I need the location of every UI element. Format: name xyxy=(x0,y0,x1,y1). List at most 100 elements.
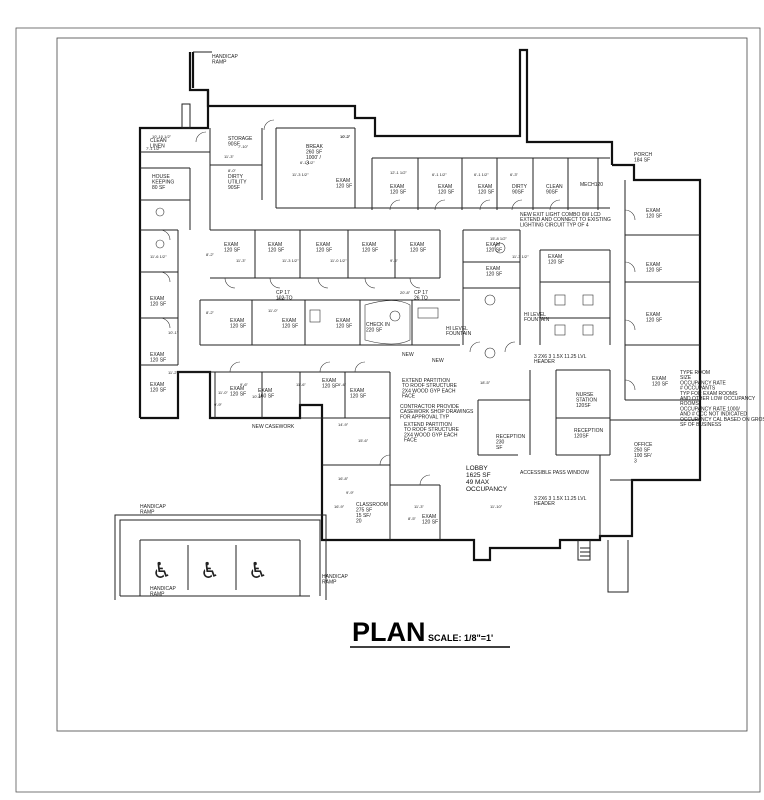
dimension-labels: 10'-10 1/2"7'-1 1/2"11'-3"8'-0"7'-10"10'… xyxy=(146,134,529,521)
room-exam-c-line: 120 SF xyxy=(438,190,454,196)
room-exam-r-line: 120 SF xyxy=(646,318,662,324)
room-exam-s-line: EXAM xyxy=(652,376,666,382)
door-swings xyxy=(159,119,636,486)
room-exam-b-line: EXAM xyxy=(390,184,404,190)
note-exit-line: LIGHTING CIRCUIT TYP OF 4 xyxy=(520,222,589,228)
room-clean-line: CLEAN xyxy=(546,184,563,190)
dimension-label-line: 6'-1 1/2" xyxy=(432,172,447,177)
parking-area xyxy=(114,514,327,600)
room-exam-t-line: 120 SF xyxy=(230,324,246,330)
note-typ-room-line: OCCUPANCY CAL BASED ON GROSS xyxy=(680,417,764,423)
dimension-label: 11'-6" xyxy=(296,382,306,387)
note-partition-1-line: 2X4 WOOD GYP EACH xyxy=(402,388,456,394)
room-clean-line: 90SF xyxy=(546,190,558,196)
room-classroom-line: CLASSROOM xyxy=(356,502,388,508)
room-clean-linen-line: LINEN xyxy=(150,144,165,150)
dimension-label-line: 12'-1 1/2" xyxy=(390,170,407,175)
note-typ-room-line: TYP FOR EXAM ROOMS xyxy=(680,391,738,397)
room-nurse-station-line: 120SF xyxy=(576,403,591,409)
room-break-line: 260 SF xyxy=(306,150,322,156)
dimension-label: 8'-5" xyxy=(408,516,417,521)
dimension-label-line: 18'-5" xyxy=(480,380,491,385)
room-exam-p-line: 120 SF xyxy=(646,214,662,220)
ramp-label-ramp-top-line: HANDICAP xyxy=(212,54,239,60)
note-partition-2-line: 2X4 WOOD GYP EACH xyxy=(404,432,458,438)
room-exam-j-line: 120 SF xyxy=(150,302,166,308)
ramp-label-ramp-bottom-left-line: HANDICAP xyxy=(150,586,177,592)
dimension-label: 11'-10" xyxy=(490,504,503,509)
note-exit-line: NEW EXIT LIGHT COMBO 6W LCD xyxy=(520,212,601,218)
dimension-label: 6'-4" xyxy=(338,382,347,387)
dimension-label-line: 9'-6" xyxy=(390,258,399,263)
room-exam-e-line: 120 SF xyxy=(224,248,240,254)
note-header-1-line: 3 2X6 3 1.5X 11.25 LVL xyxy=(534,354,587,360)
dimension-label-line: 15'-8 1/2" xyxy=(490,236,507,241)
room-check-in-line: CHECK IN xyxy=(366,322,390,328)
room-reception-2-line: SF xyxy=(496,445,502,451)
room-exam-f-line: EXAM xyxy=(268,242,282,248)
room-house-keeping-line: HOUSE xyxy=(152,174,170,180)
room-break-line: 3 xyxy=(306,161,309,167)
dimension-label: 10'-2" xyxy=(340,134,351,139)
room-exam-z-line: 120 SF xyxy=(230,392,246,398)
room-reception-2-line: 230 xyxy=(496,440,505,446)
dimension-label: 11'-3 1/2" xyxy=(282,258,299,263)
room-lobby-line: OCCUPANCY xyxy=(466,486,508,493)
note-pass-window: ACCESSIBLE PASS WINDOW xyxy=(520,470,589,476)
dimension-label: 9'-6" xyxy=(390,258,399,263)
room-exam-w-line: EXAM xyxy=(322,378,336,384)
dimension-label: 16'-9" xyxy=(334,504,345,509)
dimension-label: 9'-9" xyxy=(214,402,223,407)
dimension-label: 9'-9" xyxy=(346,490,355,495)
room-exam-b-line: 120 SF xyxy=(390,190,406,196)
room-exam-v-line: 120 SF xyxy=(336,324,352,330)
room-porch-line: 184 SF xyxy=(634,158,650,164)
room-exam-d-line: EXAM xyxy=(478,184,492,190)
dimension-label-line: 8'-5" xyxy=(408,516,417,521)
room-exam-n-line: EXAM xyxy=(486,266,500,272)
ramp-label-ramp-left-line: RAMP xyxy=(140,510,155,516)
dimension-label: 8'-2" xyxy=(206,252,215,257)
dimension-label-line: 10'-2" xyxy=(340,134,351,139)
note-new-1-line: NEW xyxy=(402,352,414,358)
room-exam-k-line: 120 SF xyxy=(150,358,166,364)
note-header-2-line: HEADER xyxy=(534,501,555,507)
room-exam-h-line: 120 SF xyxy=(362,248,378,254)
accessible-parking-icons: ♿ ♿ ♿ xyxy=(152,559,268,584)
room-clean-linen-line: CLEAN xyxy=(150,138,167,144)
room-exam-d-line: 120 SF xyxy=(478,190,494,196)
exterior-walls xyxy=(138,48,702,562)
dimension-label-line: 11'-3 1/2" xyxy=(292,172,309,177)
room-storage-line: 90SF xyxy=(228,142,240,148)
note-fountain-1-line: FOUNTAIN xyxy=(446,331,472,337)
room-porch-line: PORCH xyxy=(634,152,652,158)
dimension-label-line: 7'-10" xyxy=(238,144,249,149)
room-exam-p-line: EXAM xyxy=(646,208,660,214)
note-typ-room-line: AND OTHER LOW OCCUPANCY xyxy=(680,396,756,402)
room-lobby-line: LOBBY xyxy=(466,465,488,472)
dimension-label: 6'-1 1/2" xyxy=(432,172,447,177)
room-exam-w-line: 120 SF xyxy=(322,384,338,390)
room-exam-t-line: EXAM xyxy=(230,318,244,324)
room-exam-y-line: 120 SF xyxy=(350,394,366,400)
